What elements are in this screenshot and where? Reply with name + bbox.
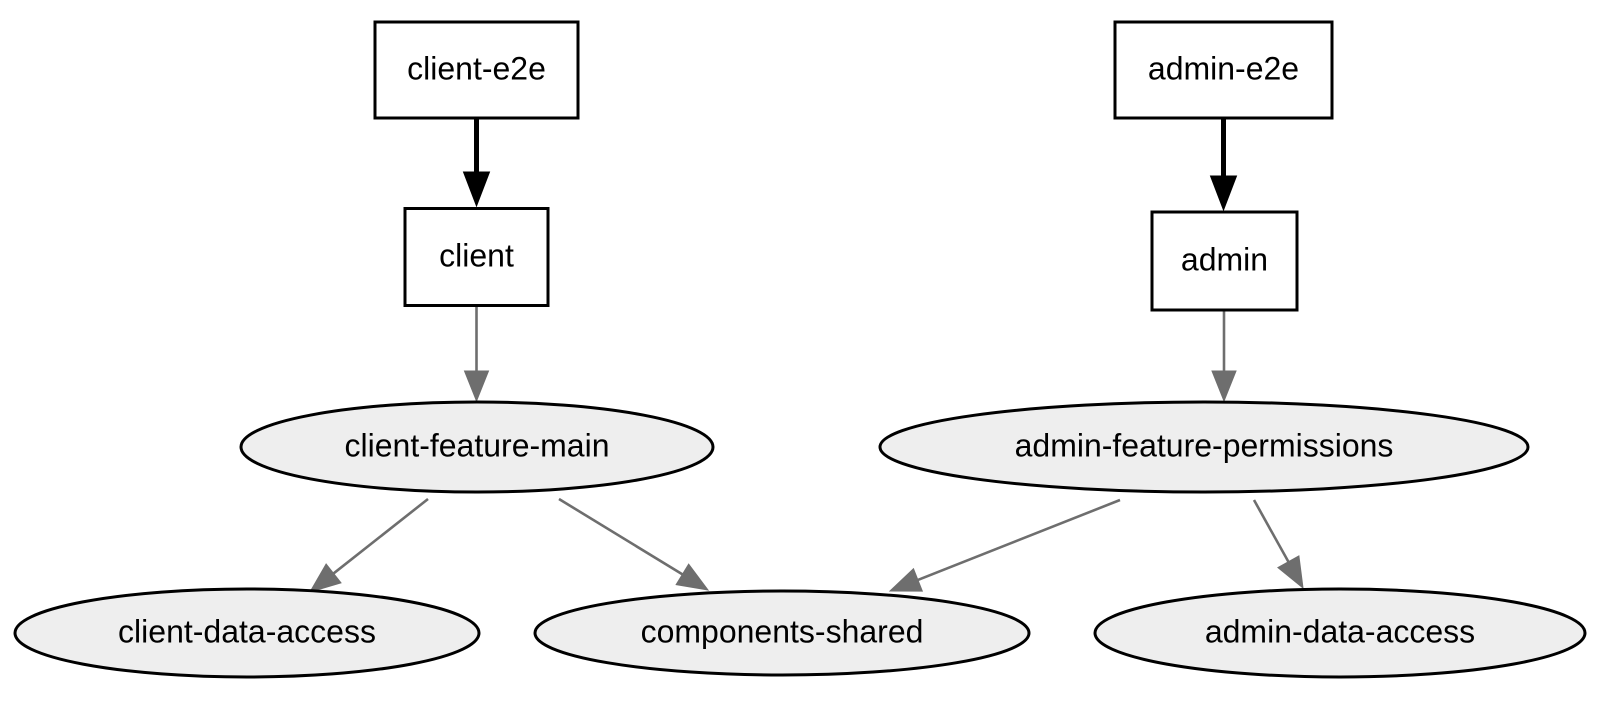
edge-arrowhead [308,563,342,593]
edge-line [915,498,1121,582]
edge-admin-to-admin-feature-permissions [1211,310,1237,403]
edge-line [558,497,685,577]
edge-arrowhead [888,567,924,592]
node-admin-feature-permissions[interactable]: admin-feature-permissions [878,400,1530,494]
node-shape-ellipse[interactable] [13,587,481,679]
edge-client-to-client-feature-main [463,306,490,403]
node-shape-ellipse[interactable] [878,400,1530,494]
edge-arrowhead [1211,370,1237,403]
edge-arrowhead [1277,555,1304,590]
edge-admin-feature-permissions-to-admin-data-access [1252,499,1304,590]
node-admin[interactable]: admin [1150,210,1299,312]
node-components-shared[interactable]: components-shared [533,589,1031,677]
edge-admin-feature-permissions-to-components-shared [888,498,1121,592]
edge-line [1252,499,1291,565]
edge-arrowhead [462,171,491,208]
node-shape-ellipse[interactable] [533,589,1031,677]
node-shape-box[interactable] [403,207,550,307]
edge-arrowhead [463,370,490,403]
node-admin-e2e[interactable]: admin-e2e [1113,20,1334,120]
edge-arrowhead [1209,175,1238,212]
node-shape-box[interactable] [1150,210,1299,312]
edge-client-feature-main-to-client-data-access [308,497,429,593]
edge-admin-e2e-to-admin [1209,118,1238,212]
node-shape-ellipse[interactable] [1093,587,1587,679]
node-shape-box[interactable] [1113,20,1334,120]
node-client[interactable]: client [403,207,550,307]
node-client-e2e[interactable]: client-e2e [373,20,580,120]
edge-client-e2e-to-client [462,118,491,208]
node-client-feature-main[interactable]: client-feature-main [239,400,715,494]
node-shape-box[interactable] [373,20,580,120]
node-shape-ellipse[interactable] [239,400,715,494]
edge-line [331,497,429,576]
node-client-data-access[interactable]: client-data-access [13,587,481,679]
edge-client-feature-main-to-components-shared [558,497,710,591]
edge-arrowhead [675,563,710,591]
node-admin-data-access[interactable]: admin-data-access [1093,587,1587,679]
